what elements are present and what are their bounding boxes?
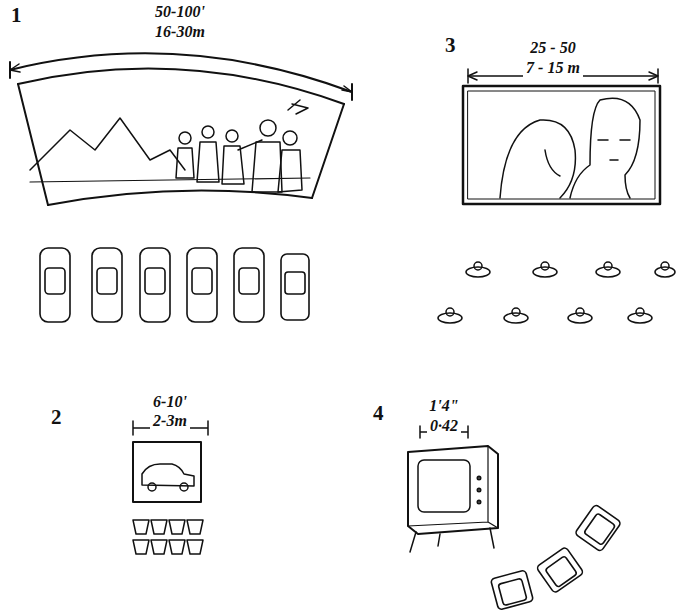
dimension-label: 6-10' xyxy=(150,394,190,411)
dimension-label: 1'4" xyxy=(426,398,461,415)
curved-screen xyxy=(10,53,352,205)
seat-rows xyxy=(133,520,203,554)
dimension-label: 2-3m xyxy=(150,413,190,430)
parked-cars xyxy=(40,248,309,322)
dimension-label: 25 - 50 xyxy=(527,40,578,57)
panel-number: 2 xyxy=(48,406,65,428)
dimension-label: 0·42 xyxy=(427,418,461,435)
dimension-label: 50-100' xyxy=(152,4,208,21)
panel-number: 4 xyxy=(370,402,387,424)
panel-number: 1 xyxy=(8,4,25,26)
audience-seats xyxy=(438,262,675,323)
armchairs xyxy=(490,504,621,610)
television xyxy=(408,426,498,552)
cinema-screen xyxy=(463,69,660,204)
panel-number: 3 xyxy=(442,34,459,56)
dimension-label: 16-30m xyxy=(152,24,208,41)
small-screen xyxy=(133,421,208,502)
dimension-label: 7 - 15 m xyxy=(523,60,583,77)
